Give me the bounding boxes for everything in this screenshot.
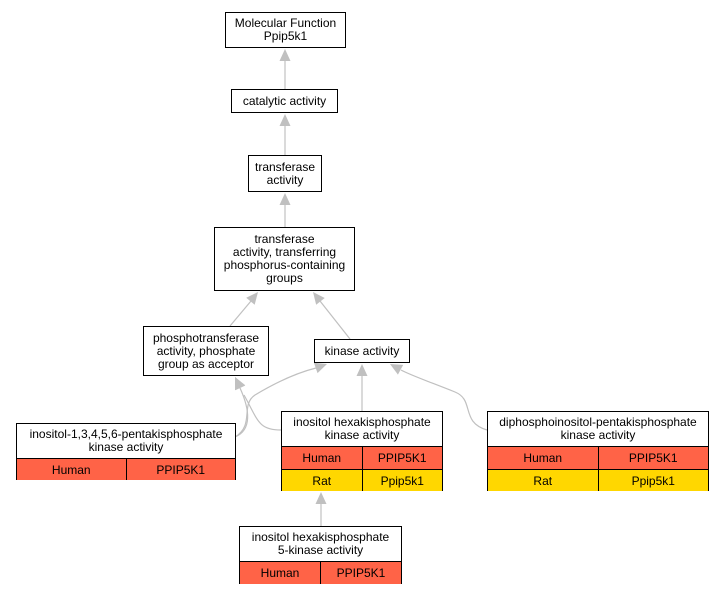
species-cell: Human: [51, 462, 91, 477]
gene-cell[interactable]: PPIP5K1: [320, 562, 401, 584]
node-catalytic-activity[interactable]: catalytic activity: [231, 89, 338, 113]
edge-ipk-to-kinase-arrowhead: [313, 362, 327, 374]
gene-cell[interactable]: PPIP5K1: [125, 459, 236, 480]
species-cell: Human: [260, 566, 300, 580]
node-label: inositol hexakisphosphate 5-kinase activ…: [251, 530, 390, 557]
node-label: kinase activity: [324, 343, 400, 358]
node-molecular-function[interactable]: Molecular Function Ppip5k1: [225, 12, 346, 48]
edge-ptrans-to-phos: [229, 300, 252, 327]
gene-cell[interactable]: PPIP5K1: [361, 447, 443, 469]
node-label: transferase activity: [254, 159, 316, 187]
node-transferase-activity[interactable]: transferase activity: [248, 155, 322, 192]
annotation-row-human: Human PPIP5K1: [17, 458, 235, 480]
node-label: phosphotransferase activity, phosphate g…: [152, 330, 260, 371]
gene-cell[interactable]: Ppip5k1: [361, 470, 443, 491]
node-inositol-5-kinase[interactable]: inositol hexakisphosphate 5-kinase activ…: [239, 526, 402, 584]
node-label: transferase activity, transferring phosp…: [223, 232, 346, 285]
species-cell: Rat: [533, 473, 553, 488]
edge-i5k-to-ihk-arrowhead: [315, 492, 327, 504]
annotation-row-human: Human PPIP5K1: [282, 446, 442, 469]
edge-transferase-to-cat-arrowhead: [279, 114, 291, 126]
edge-ptrans-to-phos-arrowhead: [246, 292, 258, 305]
edge-phos-to-transferase-arrowhead: [279, 193, 291, 205]
node-transferase-phosphorus[interactable]: transferase activity, transferring phosp…: [214, 227, 355, 291]
node-kinase-activity[interactable]: kinase activity: [314, 339, 410, 363]
edge-dpk-to-kinase: [400, 369, 488, 431]
annotation-row-human: Human PPIP5K1: [240, 561, 401, 584]
node-label: inositol hexakisphosphate kinase activit…: [293, 415, 431, 442]
gene-cell[interactable]: PPIP5K1: [597, 447, 709, 469]
gene-cell[interactable]: Ppip5k1: [597, 470, 709, 491]
edge-ihk-to-ptrans: [243, 394, 282, 431]
node-inositol-hexakisphosphate-kinase[interactable]: inositol hexakisphosphate kinase activit…: [281, 411, 443, 491]
node-label: catalytic activity: [242, 93, 327, 108]
node-label: diphosphoinositol-pentakisphosphate kina…: [499, 415, 697, 442]
node-phosphotransferase[interactable]: phosphotransferase activity, phosphate g…: [143, 326, 269, 376]
node-diphosphoinositol-kinase[interactable]: diphosphoinositol-pentakisphosphate kina…: [487, 411, 709, 491]
edge-ipk-to-kinase: [234, 367, 317, 438]
edge-ihk-to-kinase-arrowhead: [356, 364, 368, 376]
annotation-row-human: Human PPIP5K1: [488, 446, 708, 469]
edge-kinase-to-phos-arrowhead: [313, 292, 325, 305]
annotation-row-rat: Rat Ppip5k1: [282, 469, 442, 491]
edge-catalytic-to-root-arrowhead: [279, 49, 291, 61]
edge-dpk-to-kinase-arrowhead: [390, 364, 404, 375]
node-label: Molecular Function Ppip5k1: [234, 16, 337, 43]
node-label: inositol-1,3,4,5,6-pentakisphosphate kin…: [29, 427, 223, 454]
species-cell: Rat: [312, 473, 332, 488]
annotation-row-rat: Rat Ppip5k1: [488, 469, 708, 491]
species-cell: Human: [302, 451, 342, 465]
species-cell: Human: [523, 451, 563, 465]
edge-ihk-to-ptrans-arrowhead: [235, 377, 246, 391]
edge-ipk-to-ptrans: [234, 387, 249, 438]
node-inositol-pentakisphosphate-kinase[interactable]: inositol-1,3,4,5,6-pentakisphosphate kin…: [16, 423, 236, 480]
edge-kinase-to-phos: [319, 300, 351, 340]
